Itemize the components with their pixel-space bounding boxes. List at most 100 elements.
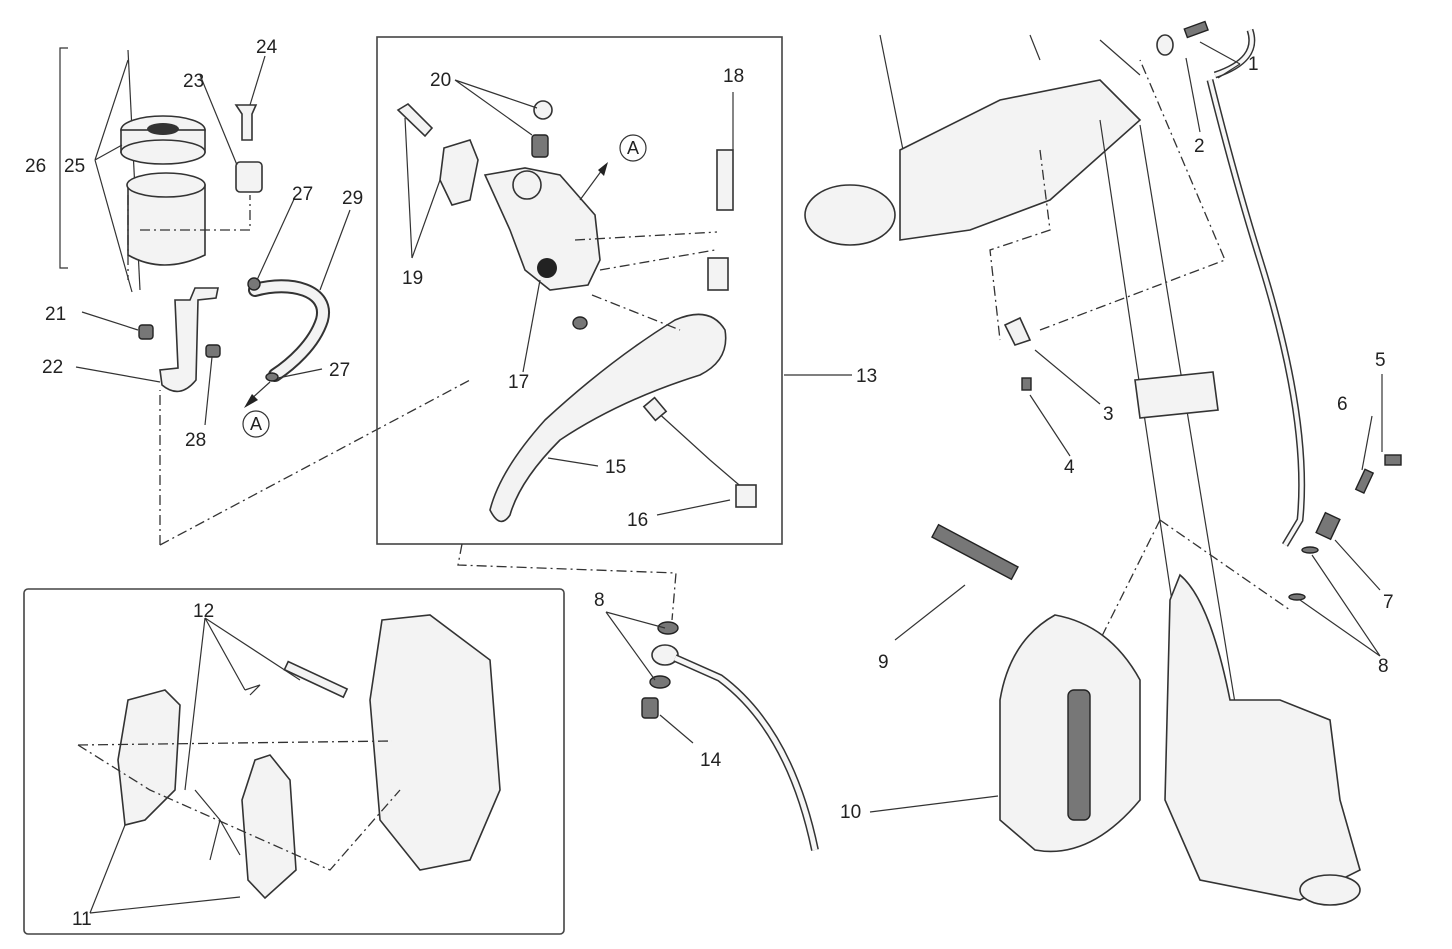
- callout-16: 16: [627, 510, 648, 531]
- nut-28: [205, 344, 221, 358]
- master-cylinder-box: [376, 36, 783, 545]
- callout-8-hose: 8: [594, 590, 605, 611]
- callout-13: 13: [856, 366, 877, 387]
- bolt-9: [931, 523, 1019, 581]
- callout-12: 12: [193, 601, 214, 622]
- bolt-14: [641, 697, 659, 719]
- bolt-19: [396, 102, 434, 138]
- brake-hose-inner: [673, 655, 818, 851]
- callout-4: 4: [1064, 457, 1075, 478]
- callout-20: 20: [430, 70, 451, 91]
- callout-15: 15: [605, 457, 626, 478]
- callout-8-fork: 8: [1378, 656, 1389, 677]
- callout-2: 2: [1194, 136, 1205, 157]
- triple-clamp-bore: [804, 184, 896, 246]
- pivot-17: [537, 258, 557, 278]
- pad-11-b: [241, 754, 297, 900]
- fork-upper-lines: [879, 34, 1141, 161]
- washer-8-top: [657, 621, 679, 635]
- callout-5: 5: [1375, 350, 1386, 371]
- pin-18: [716, 149, 734, 211]
- callout-19: 19: [402, 268, 423, 289]
- fitting-20: [531, 134, 549, 158]
- ref-marker-a1: A: [250, 414, 262, 434]
- callout-23: 23: [183, 71, 204, 92]
- screw-1: [1183, 20, 1209, 39]
- washer-8-a: [1301, 546, 1319, 554]
- callout-6: 6: [1337, 394, 1348, 415]
- pads-inset-caliper: [369, 614, 501, 871]
- banjo-hose-group: [641, 621, 819, 851]
- triple-clamp: [899, 79, 1142, 241]
- arrow-a2-icon: [598, 162, 608, 176]
- lever-15: [489, 313, 727, 523]
- callout-9: 9: [878, 652, 889, 673]
- master-assembly-lines: [574, 231, 718, 331]
- pads-inset-group: [77, 614, 501, 900]
- clamp-27-bottom: [265, 372, 279, 382]
- clamp-19: [439, 139, 479, 206]
- switch-16: [735, 484, 757, 508]
- callout-27-top: 27: [292, 184, 313, 205]
- arrow-shaft-a2: [579, 169, 603, 201]
- bracket-22: [159, 287, 219, 393]
- pad-11-a: [117, 689, 181, 826]
- master-cylinder-port: [512, 170, 542, 200]
- callout-21: 21: [45, 304, 66, 325]
- master-cylinder-body: [483, 167, 601, 291]
- bleed-cap-5: [1384, 454, 1402, 466]
- spacer: [707, 257, 729, 291]
- callout-3: 3: [1103, 404, 1114, 425]
- screw-21: [138, 324, 154, 340]
- callout-10: 10: [840, 802, 861, 823]
- pin-12: [283, 660, 349, 699]
- hose-connection-line: [457, 543, 677, 621]
- callout-25: 25: [64, 156, 85, 177]
- reservoir-assembly-lines: [127, 195, 471, 546]
- callout-17: 17: [508, 372, 529, 393]
- reservoir-group: A: [59, 47, 471, 546]
- callout-11: 11: [72, 909, 92, 930]
- bleeder-6: [1354, 468, 1375, 495]
- arrow-a1-icon: [244, 394, 258, 408]
- nut: [572, 316, 588, 330]
- clip-3: [1003, 316, 1032, 346]
- clip-2: [1156, 34, 1174, 56]
- callout-27-bottom: 27: [329, 360, 350, 381]
- banjo-bolt-7: [1315, 511, 1341, 541]
- screw-4: [1021, 377, 1032, 391]
- reservoir-rim: [126, 172, 206, 198]
- fork-seal: [1134, 371, 1219, 419]
- switch-connector: [642, 396, 668, 422]
- brake-hose: [673, 654, 819, 851]
- fork-bottom: [1164, 573, 1361, 901]
- ref-circle-a2: [619, 134, 647, 162]
- banjo-fitting: [651, 644, 679, 666]
- ref-marker-a2: A: [627, 138, 639, 158]
- reservoir-cap-bottom: [120, 139, 206, 165]
- leader-lines: [75, 41, 1383, 914]
- clamp-27-top: [247, 277, 261, 291]
- cap-20: [533, 100, 553, 120]
- callout-22: 22: [42, 357, 63, 378]
- callout-28: 28: [185, 430, 206, 451]
- caliper-pad: [1067, 689, 1091, 821]
- switch-cable-16: [654, 409, 746, 491]
- pin-24: [234, 104, 258, 141]
- reservoir-cap-center: [147, 123, 179, 135]
- washer-8-b: [1288, 593, 1306, 601]
- spring-12: [194, 789, 241, 861]
- ref-circle-a1: [242, 410, 270, 438]
- fork-hose-inner: [1208, 29, 1304, 547]
- callout-14: 14: [700, 750, 722, 771]
- master-cylinder-group: A: [396, 100, 757, 523]
- callout-1: 1: [1248, 54, 1259, 75]
- grommet-23: [235, 161, 263, 193]
- axle-bore: [1299, 874, 1361, 906]
- pads-assembly-lines: [77, 740, 401, 871]
- callout-26: 26: [25, 156, 46, 177]
- callout-7: 7: [1383, 592, 1394, 613]
- fork-hose: [1206, 28, 1306, 547]
- hose-29-inner: [250, 281, 328, 380]
